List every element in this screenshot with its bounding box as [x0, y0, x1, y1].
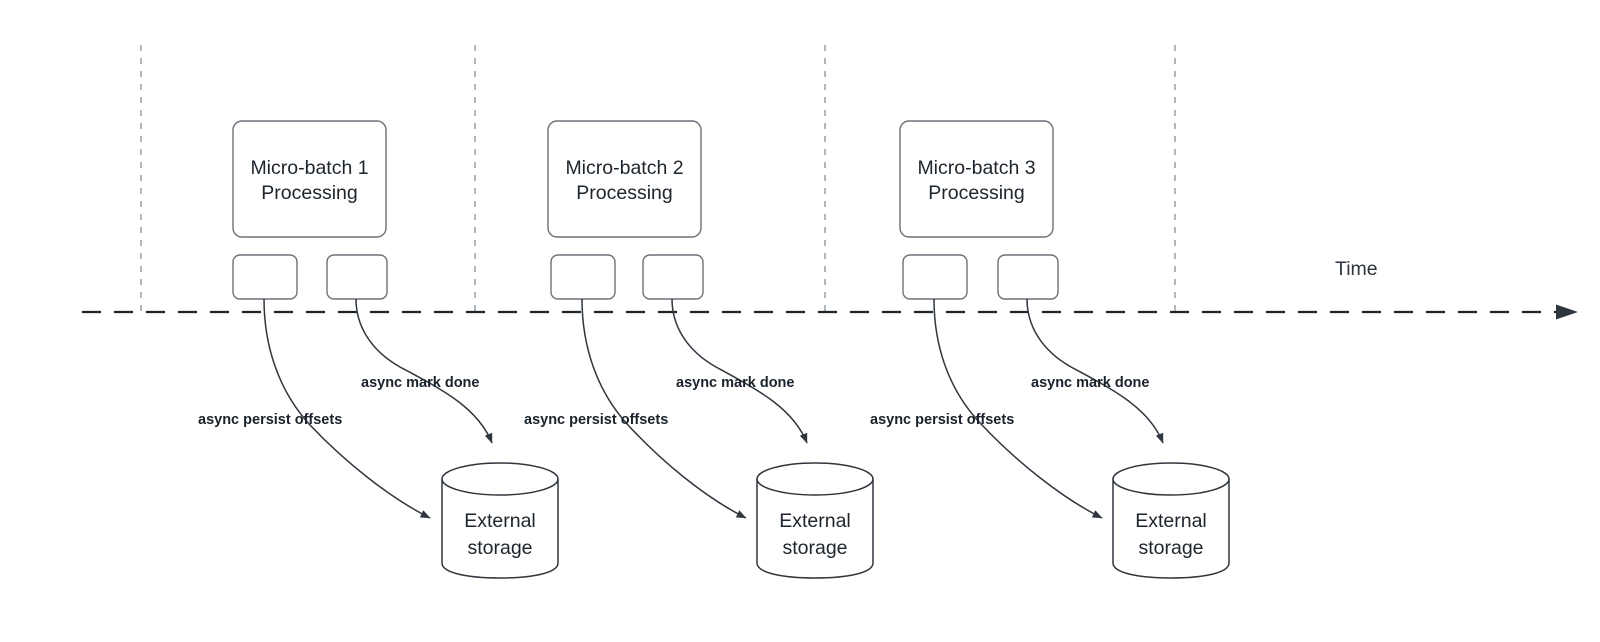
micro-batch-3-task-box-mark[interactable]: [997, 254, 1059, 300]
micro-batch-2-external-storage-label-line2: storage: [782, 537, 847, 559]
micro-batch-3-label-line1: Micro-batch 3: [917, 157, 1035, 179]
time-axis-label: Time: [1335, 258, 1378, 280]
micro-batch-1-external-storage-label-line1: External: [464, 510, 536, 532]
micro-batch-2-box[interactable]: Micro-batch 2 Processing: [547, 120, 702, 238]
micro-batch-3-external-storage-label-line2: storage: [1138, 537, 1203, 559]
micro-batch-1-external-storage-top: [441, 462, 559, 496]
micro-batch-2-async-persist-offsets-label: async persist offsets: [524, 412, 668, 428]
micro-batch-1-async-persist-offsets-arrow: [263, 298, 431, 519]
micro-batch-3-async-persist-offsets-label: async persist offsets: [870, 412, 1014, 428]
micro-batch-2-box-shape: [547, 120, 702, 238]
micro-batch-3-task-box-persist[interactable]: [902, 254, 968, 300]
micro-batch-1-label-line1: Micro-batch 1: [250, 157, 368, 179]
micro-batch-group-2: Micro-batch 2 Processing async persist o…: [524, 120, 874, 579]
micro-batch-2-label-line2: Processing: [576, 182, 672, 204]
micro-batch-2-external-storage-top: [756, 462, 874, 496]
micro-batch-1-task-box-persist[interactable]: [232, 254, 298, 300]
micro-batch-2-external-storage[interactable]: External storage: [756, 462, 874, 579]
micro-batch-2-external-storage-label-line1: External: [779, 510, 851, 532]
micro-batch-1-async-mark-done-arrow: [355, 298, 493, 444]
micro-batch-2-async-persist-offsets-arrow: [581, 298, 747, 519]
micro-batch-2-task-box-mark[interactable]: [642, 254, 704, 300]
micro-batch-3-async-mark-done-arrow: [1026, 298, 1164, 444]
micro-batch-1-external-storage-label-line2: storage: [467, 537, 532, 559]
micro-batch-3-external-storage[interactable]: External storage: [1112, 462, 1230, 579]
micro-batch-1-box[interactable]: Micro-batch 1 Processing: [232, 120, 387, 238]
micro-batch-1-async-persist-offsets-label: async persist offsets: [198, 412, 342, 428]
micro-batch-3-box-shape: [899, 120, 1054, 238]
micro-batch-3-async-persist-offsets-arrow: [933, 298, 1103, 519]
micro-batch-1-external-storage[interactable]: External storage: [441, 462, 559, 579]
time-axis: Time: [82, 258, 1578, 320]
micro-batch-1-task-box-mark[interactable]: [326, 254, 388, 300]
micro-batch-1-external-storage-body: [441, 479, 559, 579]
micro-batch-1-async-mark-done-label: async mark done: [361, 375, 479, 391]
micro-batch-1-label-line2: Processing: [261, 182, 357, 204]
micro-batch-1-box-shape: [232, 120, 387, 238]
micro-batch-3-external-storage-body: [1112, 479, 1230, 579]
micro-batch-3-box[interactable]: Micro-batch 3 Processing: [899, 120, 1054, 238]
micro-batch-group-3: Micro-batch 3 Processing async persist o…: [870, 120, 1230, 579]
micro-batch-3-label-line2: Processing: [928, 182, 1024, 204]
time-axis-arrow-icon: [1556, 304, 1578, 320]
micro-batch-3-external-storage-top: [1112, 462, 1230, 496]
micro-batch-2-async-mark-done-label: async mark done: [676, 375, 794, 391]
micro-batch-2-async-mark-done-arrow: [671, 298, 808, 444]
micro-batch-2-task-box-persist[interactable]: [550, 254, 616, 300]
micro-batch-2-label-line1: Micro-batch 2: [565, 157, 683, 179]
micro-batch-2-external-storage-body: [756, 479, 874, 579]
micro-batch-3-external-storage-label-line1: External: [1135, 510, 1207, 532]
tick-lines-group: [140, 45, 1176, 312]
micro-batch-group-1: Micro-batch 1 Processing async persist o…: [198, 120, 559, 579]
micro-batch-3-async-mark-done-label: async mark done: [1031, 375, 1149, 391]
